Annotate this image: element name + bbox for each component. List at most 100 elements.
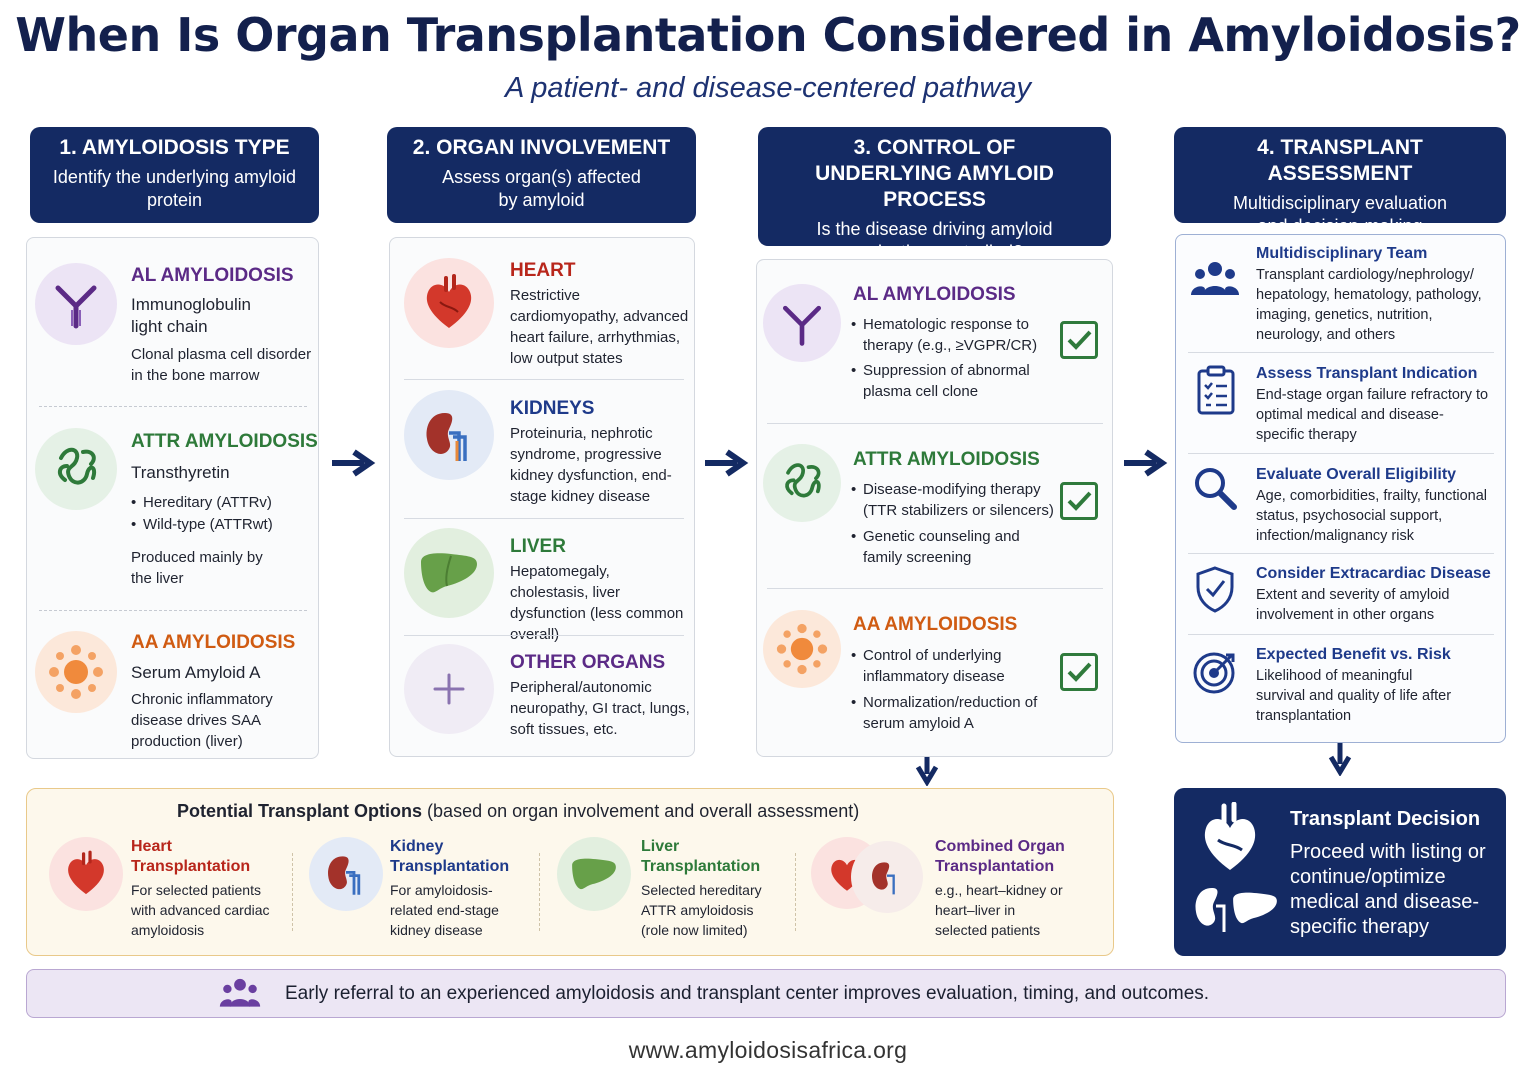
- divider: [39, 406, 307, 407]
- aa-type-name: AA AMYLOIDOSIS: [131, 632, 296, 653]
- control-attr-name: ATTR AMYLOIDOSIS: [853, 449, 1040, 470]
- divider: [767, 588, 1103, 589]
- divider: [795, 853, 796, 931]
- divider: [1188, 352, 1494, 353]
- attr-type-name: ATTR AMYLOIDOSIS: [131, 431, 318, 452]
- footer-url[interactable]: www.amyloidosisafrica.org: [628, 1037, 908, 1063]
- disease-control-card: AL AMYLOIDOSIS Hematologic response to t…: [756, 259, 1113, 757]
- referral-banner: Early referral to an experienced amyloid…: [26, 969, 1506, 1018]
- magnifier-icon: [1195, 468, 1237, 510]
- inflammation-icon: [763, 610, 841, 688]
- organ-heart-desc: Restrictive cardiomyopathy, advanced hea…: [510, 287, 689, 367]
- option-liver-name: Liver Transplantation: [641, 838, 761, 875]
- step4-header: 4. TRANSPLANT ASSESSMENT Multidisciplina…: [1174, 127, 1506, 236]
- organ-kidneys-desc: Proteinuria, nephrotic syndrome, progres…: [510, 425, 672, 505]
- transplant-decision-panel: Transplant Decision Proceed with listing…: [1174, 788, 1506, 956]
- divider: [539, 853, 540, 931]
- team-icon: [219, 978, 261, 1007]
- organ-liver-desc: Hepatomegaly, cholestasis, liver dysfunc…: [510, 563, 684, 643]
- heart-icon: [49, 837, 123, 911]
- attr-bullet-hereditary: Hereditary (ATTRv): [131, 492, 272, 513]
- divider: [1188, 634, 1494, 635]
- banner-text: Early referral to an experienced amyloid…: [285, 983, 1210, 1004]
- transplant-assessment-card: Multidisciplinary Team Transplant cardio…: [1175, 234, 1506, 743]
- organ-kidneys-name: KIDNEYS: [510, 398, 595, 419]
- organ-liver-name: LIVER: [510, 536, 566, 557]
- control-al-bullet: Hematologic response to therapy (e.g., ≥…: [851, 314, 1041, 356]
- page-subtitle: A patient- and disease-centered pathway: [504, 72, 1032, 104]
- attr-desc: Produced mainly by the liver: [131, 549, 263, 587]
- option-heart-desc: For selected patients with advanced card…: [131, 882, 270, 938]
- divider: [404, 379, 684, 380]
- option-liver-desc: Selected hereditary ATTR amyloidosis (ro…: [641, 882, 762, 938]
- liver-icon: [557, 837, 631, 911]
- plus-icon: [404, 644, 494, 734]
- kidney-icon: [851, 841, 923, 913]
- aa-desc: Chronic inflammatory disease drives SAA …: [131, 691, 273, 750]
- divider: [1188, 453, 1494, 454]
- target-icon: [1193, 652, 1235, 694]
- divider: [292, 853, 293, 931]
- arrow-right-icon: [705, 449, 749, 477]
- decision-title: Transplant Decision: [1290, 808, 1481, 830]
- liver-icon: [404, 528, 494, 618]
- step1-header: 1. AMYLOIDOSIS TYPE Identify the underly…: [30, 127, 319, 223]
- option-combined-desc: e.g., heart–kidney or heart–liver in sel…: [935, 882, 1063, 938]
- assessment-benefit-desc: Likelihood of meaningful survival and qu…: [1256, 668, 1452, 724]
- check-icon: [1060, 653, 1098, 691]
- divider: [1188, 553, 1494, 554]
- organ-other-desc: Peripheral/autonomic neuropathy, GI trac…: [510, 679, 690, 738]
- step2-header: 2. ORGAN INVOLVEMENT Assess organ(s) aff…: [387, 127, 696, 223]
- control-aa-bullet: Control of underlying inflammatory disea…: [851, 645, 1041, 687]
- control-al-name: AL AMYLOIDOSIS: [853, 284, 1016, 305]
- clipboard-icon: [1197, 365, 1235, 415]
- page-title: When Is Organ Transplantation Considered…: [15, 8, 1521, 62]
- attr-bullet-wildtype: Wild-type (ATTRwt): [131, 514, 273, 535]
- liver-outline-icon: [1233, 892, 1277, 924]
- protein-fold-icon: [35, 428, 117, 510]
- option-kidney-desc: For amyloidosis-related end-stage kidney…: [390, 882, 499, 938]
- al-desc: Clonal plasma cell disorder in the bone …: [131, 346, 312, 384]
- arrow-down-icon: [1328, 742, 1352, 776]
- option-kidney-name: Kidney Transplantation: [390, 838, 510, 875]
- antibody-icon: [763, 284, 841, 362]
- option-combined-name: Combined Organ Transplantation: [935, 838, 1065, 875]
- options-title-bold: Potential Transplant Options: [177, 801, 423, 821]
- divider: [404, 635, 684, 636]
- assessment-extracardiac-title: Consider Extracardiac Disease: [1256, 565, 1491, 582]
- assessment-team-desc: Transplant cardiology/nephrology/ hepato…: [1256, 267, 1482, 343]
- option-heart-name: Heart Transplantation: [131, 838, 251, 875]
- check-icon: [1060, 482, 1098, 520]
- assessment-benefit-title: Expected Benefit vs. Risk: [1256, 646, 1451, 663]
- step1-heading: 1. AMYLOIDOSIS TYPE: [59, 136, 290, 159]
- assessment-team-title: Multidisciplinary Team: [1256, 245, 1428, 262]
- al-type-name: AL AMYLOIDOSIS: [131, 265, 294, 286]
- assessment-eligibility-title: Evaluate Overall Eligibility: [1256, 466, 1457, 483]
- kidney-icon: [309, 837, 383, 911]
- attr-protein: Transthyretin: [131, 463, 230, 482]
- heart-outline-icon: [1204, 802, 1256, 870]
- options-title: Potential Transplant Options (based on o…: [177, 801, 859, 822]
- antibody-icon: [35, 263, 117, 345]
- al-protein: Immunoglobulin light chain: [131, 295, 252, 336]
- step4-subheading: Multidisciplinary evaluation and decisio…: [1232, 193, 1448, 236]
- assessment-eligibility-desc: Age, comorbidities, frailty, functional …: [1256, 488, 1488, 544]
- arrow-down-icon: [915, 754, 939, 786]
- shield-icon: [1196, 566, 1234, 613]
- assessment-extracardiac-desc: Extent and severity of amyloid involveme…: [1256, 587, 1450, 623]
- divider: [39, 610, 307, 611]
- inflammation-icon: [35, 631, 117, 713]
- check-icon: [1060, 321, 1098, 359]
- transplant-options-panel: Potential Transplant Options (based on o…: [26, 788, 1114, 956]
- step3-subheading: Is the disease driving amyloid productio…: [816, 219, 1053, 262]
- divider: [767, 423, 1103, 424]
- control-al-bullet: Suppression of abnormal plasma cell clon…: [851, 360, 1041, 402]
- arrow-right-icon: [332, 449, 376, 477]
- arrow-right-icon: [1124, 449, 1168, 477]
- decision-text: Proceed with listing or continue/optimiz…: [1290, 841, 1486, 938]
- step2-heading: 2. ORGAN INVOLVEMENT: [412, 136, 671, 159]
- control-aa-bullet: Normalization/reduction of serum amyloid…: [851, 692, 1041, 734]
- control-attr-bullet: Disease-modifying therapy (TTR stabilize…: [851, 479, 1056, 521]
- amyloidosis-type-card: AL AMYLOIDOSIS Immunoglobulin light chai…: [26, 237, 319, 759]
- organ-heart-name: HEART: [510, 260, 576, 281]
